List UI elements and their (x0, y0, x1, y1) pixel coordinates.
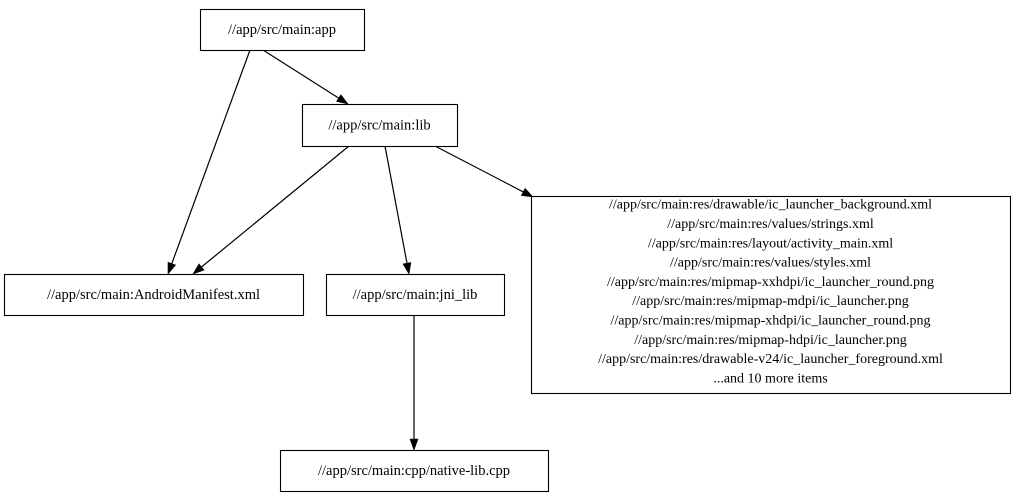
node-label-line: //app/src/main:res/layout/activity_main.… (648, 236, 893, 251)
node-label-line: //app/src/main:res/mipmap-xhdpi/ic_launc… (611, 313, 931, 328)
edge-arrowhead (402, 262, 412, 275)
graph-node-manifest[interactable]: //app/src/main:AndroidManifest.xml (3, 273, 305, 317)
edge-arrowhead (520, 187, 534, 198)
node-box (325, 273, 506, 317)
edge-arrowhead (192, 263, 205, 275)
edge-jni-lib-to-native-lib (409, 315, 419, 451)
edge-lib-to-jni-lib (384, 145, 412, 275)
node-label: //app/src/main:cpp/native-lib.cpp (318, 463, 510, 479)
node-label: //app/src/main:lib (328, 117, 430, 133)
node-box (301, 103, 459, 148)
node-label: //app/src/main:AndroidManifest.xml (47, 287, 260, 303)
nodes-layer: //app/src/main:app //app/src/main:lib //ap… (3, 8, 1012, 493)
edge-lib-to-manifest (192, 145, 350, 275)
edge-line (201, 145, 350, 268)
node-label-line: //app/src/main:res/values/strings.xml (667, 217, 874, 232)
edge-line (384, 145, 408, 264)
node-label-line: //app/src/main:res/drawable-v24/ic_launc… (598, 352, 943, 367)
edge-line (434, 145, 524, 193)
node-label-line: //app/src/main:res/drawable/ic_launcher_… (609, 198, 932, 213)
edge-lib-to-resources (434, 145, 534, 198)
graph-node-native_lib[interactable]: //app/src/main:cpp/native-lib.cpp (279, 449, 550, 493)
edge-app-to-manifest (167, 49, 251, 275)
node-box (3, 273, 305, 317)
node-label-line: //app/src/main:res/mipmap-hdpi/ic_launch… (634, 333, 907, 348)
edge-line (262, 49, 340, 99)
edge-app-to-lib (262, 49, 349, 105)
node-label-line: //app/src/main:res/values/styles.xml (670, 256, 871, 271)
node-label-multiline: //app/src/main:res/drawable/ic_launcher_… (598, 198, 943, 387)
node-label-line: //app/src/main:res/mipmap-xxhdpi/ic_laun… (607, 275, 934, 290)
edge-arrowhead (409, 438, 419, 451)
node-label: //app/src/main:jni_lib (353, 287, 478, 303)
node-label-line: //app/src/main:res/mipmap-mdpi/ic_launch… (632, 294, 908, 309)
edge-arrowhead (167, 261, 177, 275)
node-box (279, 449, 550, 493)
edge-arrowhead (336, 94, 349, 105)
node-box (199, 8, 366, 52)
graph-node-lib[interactable]: //app/src/main:lib (301, 103, 459, 148)
edges-layer (167, 49, 534, 451)
graph-node-app[interactable]: //app/src/main:app (199, 8, 366, 52)
edge-line (171, 49, 251, 264)
graph-node-jni_lib[interactable]: //app/src/main:jni_lib (325, 273, 506, 317)
node-label: //app/src/main:app (228, 22, 336, 38)
graph-node-resources[interactable]: //app/src/main:res/drawable/ic_launcher_… (530, 195, 1012, 395)
node-label-line: ...and 10 more items (713, 371, 827, 386)
node-box (530, 195, 1012, 395)
